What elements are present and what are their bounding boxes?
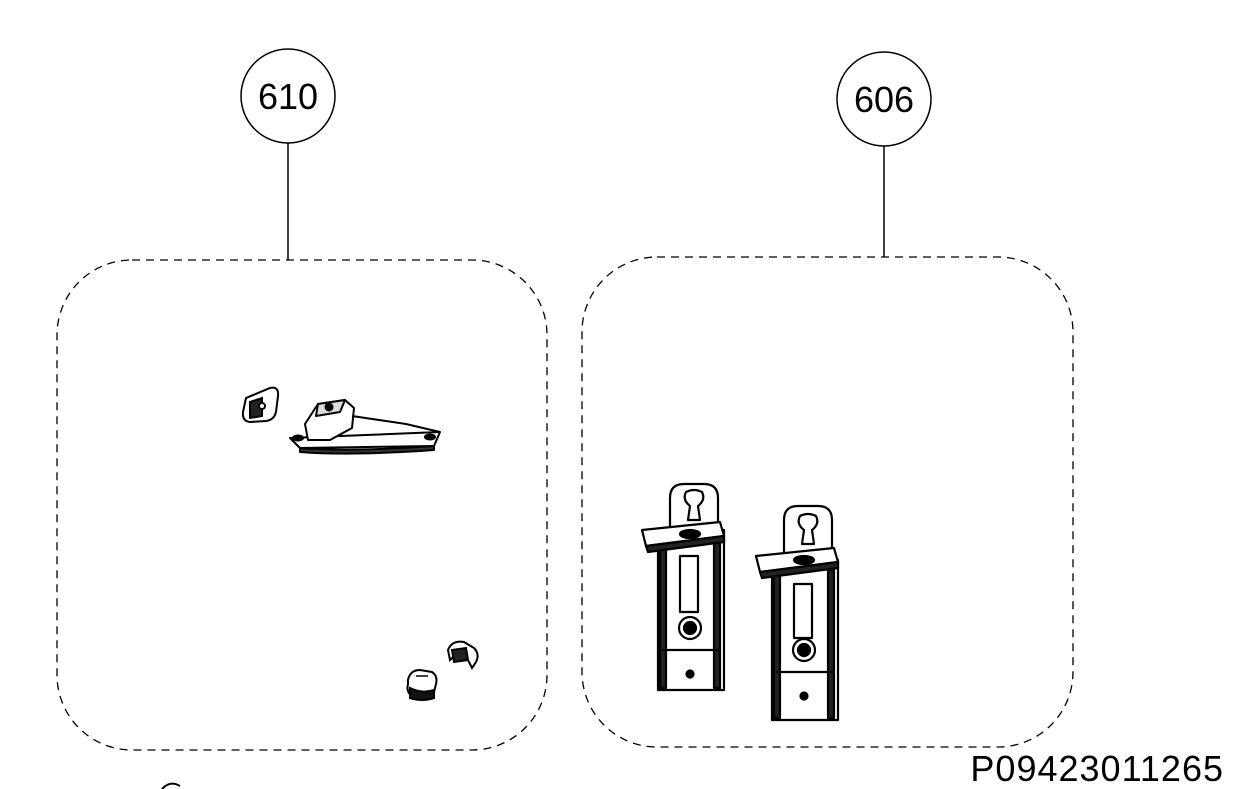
mounting-plate-part <box>289 399 441 455</box>
callout-610: 610 <box>240 48 336 260</box>
cropped-part-fragment <box>161 782 181 789</box>
retainer-clip-part <box>446 640 479 670</box>
cap-part <box>406 668 438 701</box>
callout-606-label: 606 <box>854 79 914 120</box>
reference-code: P09423011265 <box>970 748 1224 789</box>
hinge-bracket-right <box>754 504 840 722</box>
callout-610-label: 610 <box>258 76 318 117</box>
callout-606: 606 <box>836 51 932 257</box>
hinge-bracket-left <box>640 482 726 692</box>
group-boundary-610 <box>56 259 548 751</box>
small-clip-part <box>241 386 280 424</box>
group-boundary-606 <box>581 256 1074 748</box>
